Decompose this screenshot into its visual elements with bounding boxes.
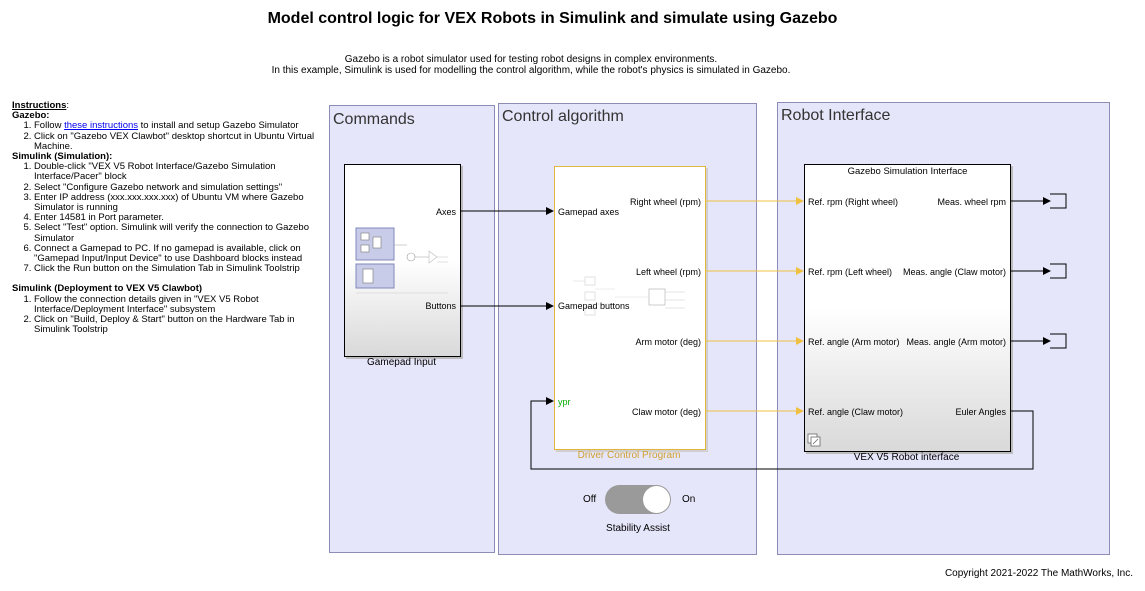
toggle-on-label: On: [682, 494, 696, 505]
deployment-heading: Simulink (Deployment to VEX V5 Clawbot): [12, 283, 203, 295]
gazebo-step-2: Click on "Gazebo VEX Clawbot" desktop sh…: [34, 131, 330, 152]
toggle-off-label: Off: [583, 494, 597, 505]
driver-control-block[interactable]: Gamepad axes Gamepad buttons ypr Right w…: [554, 166, 706, 450]
simulation-step: Double-click "VEX V5 Robot Interface/Gaz…: [34, 162, 330, 183]
port-out-arm-motor: Arm motor (deg): [635, 337, 701, 347]
driver-control-preview-icon: [573, 276, 685, 316]
port-in-ref-rpm-right: Ref. rpm (Right wheel): [808, 197, 899, 207]
port-out-left-wheel: Left wheel (rpm): [635, 267, 701, 277]
port-in-gamepad-axes: Gamepad axes: [558, 207, 620, 217]
deployment-steps: Follow the connection details given in "…: [12, 294, 330, 336]
port-out-meas-wheel-rpm: Meas. wheel rpm: [937, 197, 1006, 207]
simulation-step: Select "Configure Gazebo network and sim…: [34, 182, 330, 193]
port-in-ref-angle-arm: Ref. angle (Arm motor): [808, 337, 900, 347]
area-commands-title: Commands: [333, 111, 415, 128]
gamepad-input-caption: Gamepad Input: [367, 357, 436, 368]
gamepad-input-block[interactable]: Axes Buttons: [344, 164, 461, 357]
area-robot-title: Robot Interface: [781, 107, 891, 124]
vex-inner-title: Gazebo Simulation Interface: [847, 166, 968, 177]
port-in-ref-rpm-left: Ref. rpm (Left wheel): [808, 267, 893, 277]
gazebo-step-1: Follow these instructions to install and…: [34, 121, 330, 131]
terminator-icon: [1050, 193, 1067, 349]
simulation-step: Connect a Gamepad to PC. If no gamepad i…: [34, 243, 330, 264]
port-out-right-wheel: Right wheel (rpm): [629, 197, 701, 207]
instructions-annotation: Instructions: Gazebo: Follow these instr…: [12, 100, 330, 336]
port-out-buttons: Buttons: [425, 301, 456, 311]
page-title: Model control logic for VEX Robots in Si…: [267, 10, 838, 27]
stability-assist-caption: Stability Assist: [606, 523, 670, 534]
description-line-1: Gazebo is a robot simulator used for tes…: [344, 54, 718, 65]
instructions-heading: Instructions: [12, 100, 67, 111]
simulation-heading: Simulink (Simulation):: [12, 151, 113, 163]
gazebo-steps: Follow these instructions to install and…: [12, 121, 330, 152]
port-out-euler-angles: Euler Angles: [955, 407, 1006, 417]
gamepad-subsystem-preview-icon: [355, 227, 448, 294]
simulation-steps: Double-click "VEX V5 Robot Interface/Gaz…: [12, 162, 330, 274]
copyright-text: Copyright 2021-2022 The MathWorks, Inc.: [944, 568, 1133, 579]
deployment-step: Click on "Build, Deploy & Start" button …: [34, 314, 330, 335]
deployment-step: Follow the connection details given in "…: [34, 294, 330, 315]
port-out-meas-angle-arm: Meas. angle (Arm motor): [906, 337, 1006, 347]
stability-assist-toggle[interactable]: [605, 485, 671, 514]
driver-control-caption: Driver Control Program: [577, 450, 681, 461]
simulation-step: Enter IP address (xxx.xxx.xxx.xxx) of Ub…: [34, 192, 330, 213]
subsystem-variant-icon[interactable]: [807, 433, 821, 447]
vex-robot-interface-caption: VEX V5 Robot interface: [853, 452, 960, 463]
vex-robot-interface-block[interactable]: Gazebo Simulation Interface Ref. rpm (Ri…: [804, 164, 1011, 452]
simulation-step: Enter 14581 in Port parameter.: [34, 213, 330, 223]
toggle-knob[interactable]: [643, 486, 670, 513]
gazebo-heading: Gazebo:: [12, 110, 50, 122]
description-line-2: In this example, Simulink is used for mo…: [271, 65, 791, 76]
port-out-meas-angle-claw: Meas. angle (Claw motor): [902, 267, 1006, 277]
port-in-gamepad-buttons: Gamepad buttons: [558, 301, 630, 311]
area-control-title: Control algorithm: [502, 108, 624, 125]
port-in-ref-angle-claw: Ref. angle (Claw motor): [808, 407, 904, 417]
instructions-link[interactable]: these instructions: [64, 120, 139, 132]
port-in-ypr: ypr: [558, 397, 571, 407]
simulation-step: Select "Test" option. Simulink will veri…: [34, 223, 330, 244]
port-out-claw-motor: Claw motor (deg): [631, 407, 701, 417]
simulation-step: Click the Run button on the Simulation T…: [34, 264, 330, 274]
port-out-axes: Axes: [435, 207, 456, 217]
wire-euler-feedback: [530, 397, 1034, 470]
